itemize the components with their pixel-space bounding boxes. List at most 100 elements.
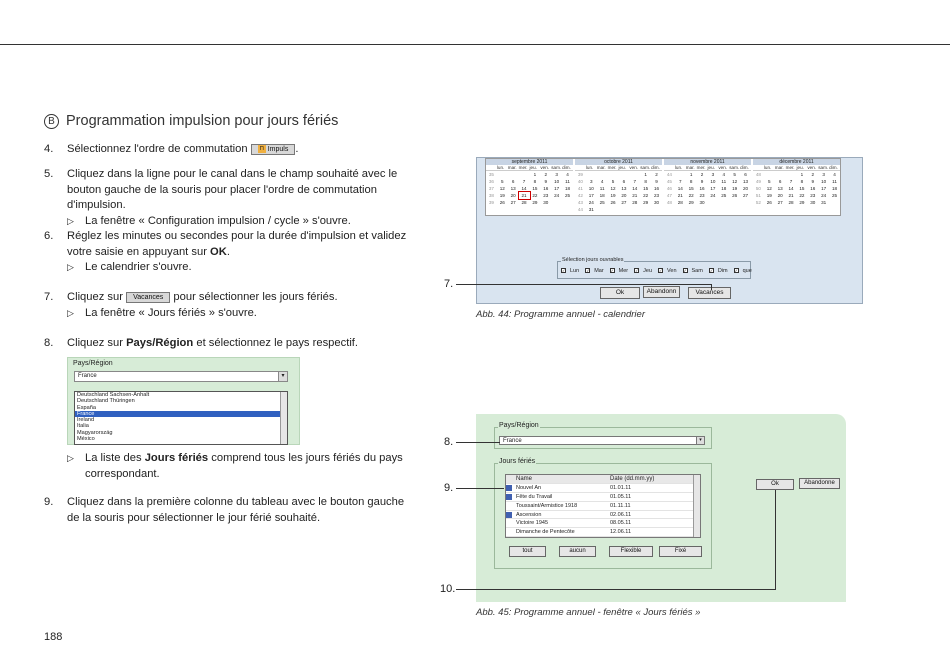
calendar-day[interactable]: 13 (743, 179, 749, 184)
calendar-day[interactable] (675, 171, 686, 178)
calendar-day[interactable]: 9 (655, 179, 658, 184)
calendar-day[interactable]: 28 (677, 200, 683, 205)
calendar-day[interactable]: 25 (832, 193, 838, 198)
calendar-day[interactable]: 21 (677, 193, 683, 198)
calendar-day[interactable]: 12 (732, 179, 738, 184)
calendar-day[interactable]: 16 (654, 186, 660, 191)
calendar-day[interactable]: 15 (532, 186, 538, 191)
calendar-day[interactable]: 7 (633, 179, 637, 184)
calendar-day[interactable]: 29 (532, 200, 538, 205)
workday-checkbox[interactable]: ✓Mar (585, 268, 604, 274)
calendar-day[interactable]: 16 (699, 186, 705, 191)
calendar-day[interactable] (718, 199, 729, 206)
calendar-day[interactable]: 27 (743, 193, 749, 198)
calendar-day[interactable]: 6 (622, 179, 626, 184)
calendar-day[interactable]: 18 (565, 186, 571, 191)
calendar-day[interactable]: 27 (510, 200, 516, 205)
calendar-day[interactable]: 19 (610, 193, 616, 198)
calendar-day[interactable]: 10 (554, 179, 560, 184)
calendar-day[interactable]: 8 (800, 179, 804, 184)
calendar-day[interactable] (775, 171, 786, 178)
calendar-day[interactable]: 14 (632, 186, 638, 191)
calendar-day[interactable]: 23 (699, 193, 705, 198)
calendar-day[interactable]: 1 (533, 172, 537, 177)
calendar-day[interactable]: 9 (811, 179, 815, 184)
calendar-day[interactable]: 21 (517, 191, 531, 200)
calendar-day[interactable]: 21 (788, 193, 794, 198)
calendar-day[interactable]: 2 (655, 172, 658, 177)
calendar-day[interactable]: 15 (799, 186, 805, 191)
calendar-day[interactable]: 11 (832, 179, 837, 184)
calendar-day[interactable]: 4 (833, 172, 836, 177)
calendar-day[interactable]: 7 (522, 179, 526, 184)
calendar-day[interactable] (619, 171, 630, 178)
calendar-day[interactable]: 22 (532, 193, 538, 198)
calendar-day[interactable] (619, 206, 630, 213)
calendar-day[interactable]: 25 (565, 193, 571, 198)
calendar-day[interactable]: 13 (510, 186, 516, 191)
calendar-day[interactable]: 18 (599, 193, 605, 198)
calendar-day[interactable]: 21 (632, 193, 638, 198)
calendar-day[interactable]: 2 (700, 172, 704, 177)
calendar-day[interactable]: 8 (533, 179, 537, 184)
calendar-day[interactable]: 6 (511, 179, 515, 184)
workday-checkbox[interactable]: ✓Jeu (634, 268, 653, 274)
calendar-day[interactable]: 1 (800, 172, 804, 177)
calendar-day[interactable]: 17 (710, 186, 716, 191)
calendar-day[interactable] (629, 206, 640, 213)
calendar-day[interactable]: 4 (722, 172, 726, 177)
calendar-day[interactable]: 24 (554, 193, 560, 198)
calendar-day[interactable] (608, 171, 619, 178)
calendar-day[interactable] (640, 206, 651, 213)
calendar-day[interactable] (764, 171, 775, 178)
calendar-day[interactable]: 19 (766, 193, 772, 198)
calendar-day[interactable]: 27 (621, 200, 627, 205)
calendar-day[interactable]: 5 (733, 172, 736, 177)
calendar-day[interactable]: 30 (699, 200, 705, 205)
calendar-day[interactable] (551, 199, 562, 206)
calendar-day[interactable] (497, 171, 508, 178)
calendar-day[interactable] (740, 199, 751, 206)
calendar-day[interactable]: 20 (510, 193, 516, 198)
calendar-day[interactable] (562, 199, 573, 206)
calendar-day[interactable]: 6 (744, 172, 747, 177)
calendar-day[interactable] (829, 199, 840, 206)
calendar-day[interactable]: 26 (499, 200, 505, 205)
calendar-day[interactable]: 24 (821, 193, 827, 198)
calendar-day[interactable]: 9 (700, 179, 704, 184)
calendar-day[interactable]: 23 (810, 193, 816, 198)
calendar-day[interactable]: 1 (689, 172, 693, 177)
calendar-day[interactable]: 19 (499, 193, 505, 198)
calendar-day[interactable]: 25 (599, 200, 605, 205)
calendar-day[interactable]: 12 (610, 186, 616, 191)
calendar-day[interactable]: 31 (821, 200, 827, 205)
calendar-day[interactable]: 26 (610, 200, 616, 205)
calendar-day[interactable]: 18 (832, 186, 838, 191)
calendar-day[interactable]: 16 (543, 186, 549, 191)
workday-checkbox[interactable]: ✓Ven (658, 268, 677, 274)
calendar-day[interactable]: 28 (521, 200, 527, 205)
calendar-day[interactable]: 1 (644, 172, 647, 177)
calendar-day[interactable]: 29 (799, 200, 805, 205)
calendar-day[interactable]: 14 (677, 186, 683, 191)
workday-checkbox[interactable]: ✓Mer (609, 268, 629, 274)
calendar-day[interactable]: 28 (632, 200, 638, 205)
calendar-day[interactable]: 4 (600, 179, 604, 184)
calendar-day[interactable]: 11 (565, 179, 570, 184)
calendar-day[interactable]: 14 (788, 186, 794, 191)
calendar-day[interactable]: 2 (811, 172, 815, 177)
calendar-day[interactable]: 8 (644, 179, 647, 184)
calendar-day[interactable]: 3 (711, 172, 715, 177)
calendar-day[interactable]: 20 (621, 193, 627, 198)
calendar-day[interactable] (608, 206, 619, 213)
calendar-day[interactable]: 7 (679, 179, 682, 184)
calendar-day[interactable]: 31 (588, 207, 594, 212)
calendar-day[interactable] (786, 171, 797, 178)
calendar-day[interactable]: 17 (821, 186, 827, 191)
calendar-day[interactable]: 20 (777, 193, 783, 198)
calendar-day[interactable] (651, 206, 662, 213)
calendar-day[interactable]: 3 (555, 172, 558, 177)
